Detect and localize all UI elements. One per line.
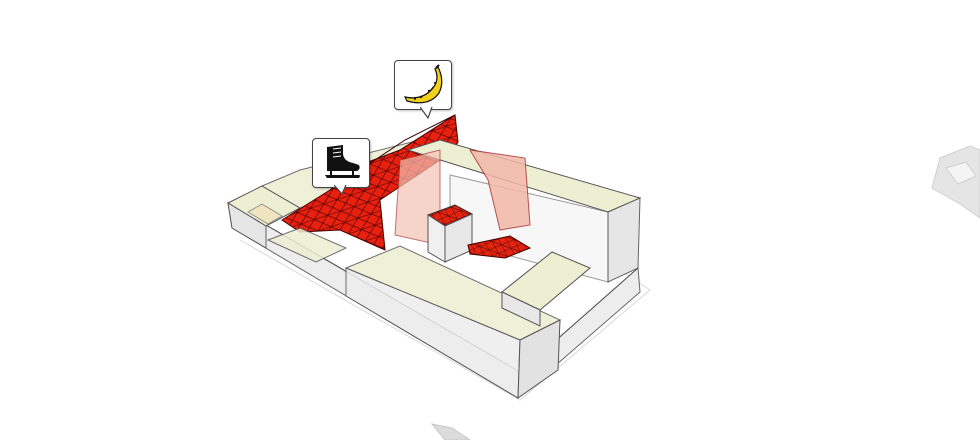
- ice-skate-icon: [325, 145, 360, 178]
- callout-pointer: [420, 107, 433, 119]
- banana-icon: [403, 64, 443, 104]
- callout-pointer: [334, 185, 347, 195]
- central-shaft: [426, 204, 474, 263]
- front-long-box: [344, 245, 562, 399]
- fragment-right: [931, 145, 980, 219]
- fragment-bottom: [430, 423, 471, 440]
- red-mesh-patch: [467, 235, 532, 259]
- callout-ice-skate: [312, 138, 370, 188]
- callout-banana: [394, 60, 452, 110]
- front-right-box: [501, 251, 591, 327]
- inner-low-box: [266, 227, 348, 263]
